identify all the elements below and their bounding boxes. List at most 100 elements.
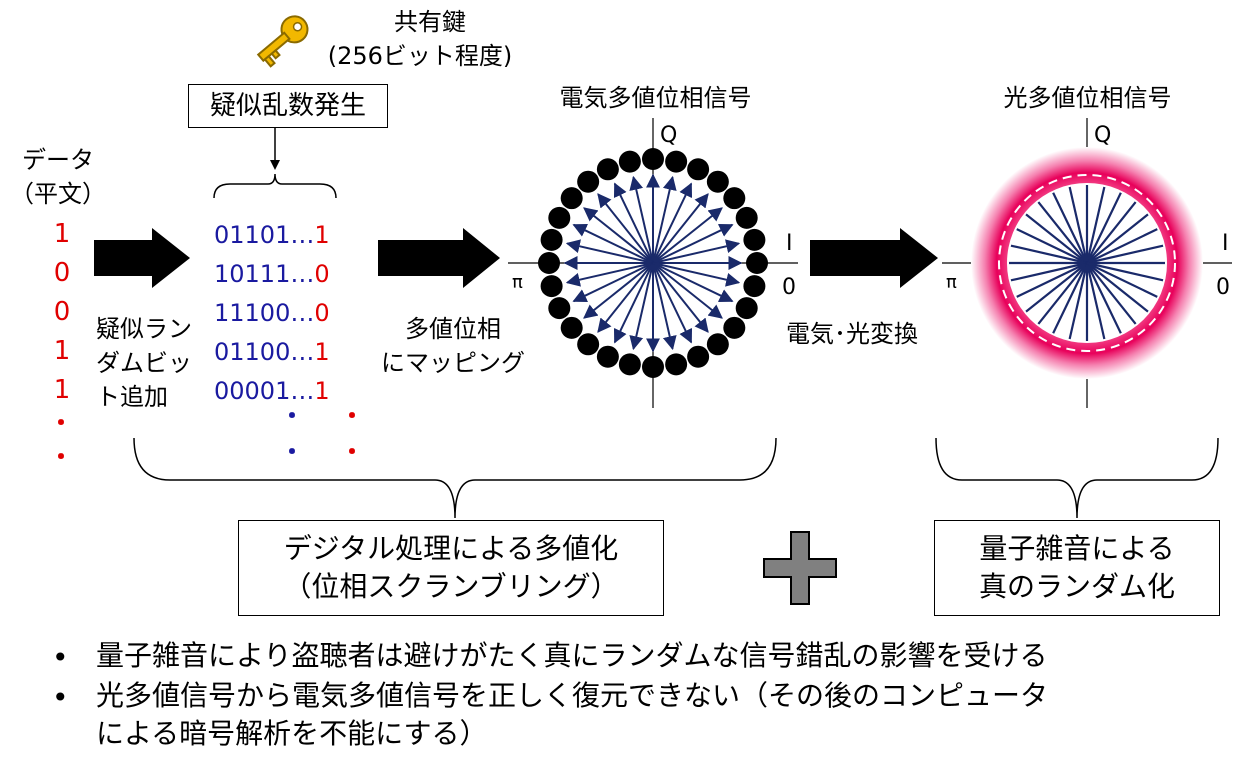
random-bit-row: 11100…0 [214, 299, 330, 327]
phase-vector [652, 262, 693, 344]
phase-line [1016, 262, 1088, 298]
ring-dashed-center [998, 174, 1176, 352]
step-mapping-line: 多値位相 [405, 315, 501, 343]
axis-q-label: Q [660, 123, 677, 148]
quantum-box-line1: 量子雑音による [979, 532, 1175, 565]
constellation-point [687, 158, 710, 181]
phase-vector [613, 262, 654, 344]
constellation-point [723, 316, 746, 339]
optical-constellation: Q I π 0 [942, 118, 1232, 408]
constellation-point [735, 206, 758, 229]
random-bit-rows: 01101…1 10111…0 11100…0 01100…1 00001…1 [214, 216, 364, 411]
constellation-point [540, 228, 563, 251]
phase-line [1086, 261, 1164, 282]
plaintext-title-1: データ [22, 146, 94, 174]
constellation-point [548, 297, 571, 320]
phase-vector [652, 207, 723, 264]
step-add-random-line: ト追加 [96, 383, 168, 411]
bullet-text: 光多値信号から電気多値信号を正しく復元できない（その後のコンピュータ [96, 679, 1049, 712]
plaintext-title-2: （平文） [10, 180, 106, 208]
continuation-dot: ・ [280, 402, 304, 430]
phase-vector [565, 262, 654, 287]
plaintext-bit: 0 [53, 297, 71, 327]
digital-box-line1: デジタル処理による多値化 [283, 532, 619, 565]
bullet-text: 量子雑音により盗聴者は避けがたく真にランダムな信号錯乱の影響を受ける [96, 639, 1048, 672]
plaintext-continuation: ・ ・ [46, 406, 76, 474]
phase-line [1052, 262, 1088, 334]
constellation-point [548, 206, 571, 229]
phase-line [1086, 262, 1137, 325]
arrow-right-icon [94, 228, 190, 288]
phase-line [1052, 192, 1088, 264]
constellation-point [723, 187, 746, 210]
phase-vector [652, 175, 677, 264]
phase-line [1085, 262, 1106, 340]
optical-signal-title: 光多値位相信号 [1003, 84, 1172, 112]
phase-line [1068, 262, 1089, 340]
constellation-point [687, 345, 710, 368]
constellation-point [577, 170, 600, 193]
constellation-point [560, 316, 583, 339]
continuation-dot: ・ [340, 402, 364, 430]
step-add-random-line: ダムビッ [96, 349, 192, 377]
step-mapping-line: にマッピング [381, 349, 525, 377]
phase-line [1025, 262, 1088, 313]
phase-line [1086, 262, 1149, 313]
phase-vectors [563, 173, 743, 353]
phase-line [1086, 262, 1122, 334]
phase-vector [597, 262, 654, 333]
phase-lines [1009, 185, 1165, 341]
prng-box: 疑似乱数発生 [188, 84, 388, 128]
axis-q-label: Q [1094, 123, 1111, 148]
constellation-points [538, 148, 768, 378]
phase-line [1086, 213, 1149, 264]
constellation-point [540, 275, 563, 298]
step-add-random-label: 疑似ラン ダムビッ ト追加 [96, 312, 192, 414]
phase-vector [652, 193, 709, 264]
quantum-noise-box: 量子雑音による 真のランダム化 [934, 520, 1220, 616]
arrow-right-icon [378, 228, 500, 288]
constellation-point [706, 170, 729, 193]
constellation-point [596, 158, 619, 181]
prng-connector [213, 128, 337, 199]
continuation-dot: ・ [340, 438, 364, 466]
bullet-text-continued: による暗号解析を不能にする） [96, 717, 488, 750]
constellation-point [618, 353, 641, 376]
axis-i-label: I [786, 231, 793, 256]
arrow-right-icon [810, 228, 938, 288]
phase-vector [583, 262, 654, 319]
continuation-dot: ・ [280, 438, 304, 466]
phase-vector [629, 262, 654, 351]
bullet-symbol: • [52, 641, 69, 674]
phase-line [1037, 262, 1088, 325]
phase-line [1025, 213, 1088, 264]
shared-key-size: (256ビット程度) [327, 42, 513, 70]
electrical-signal-title: 電気多値位相信号 [559, 84, 752, 112]
constellation-point [743, 275, 766, 298]
phase-vector [565, 239, 654, 264]
digital-box-line2: （位相スクランブリング） [283, 570, 619, 603]
constellation-point [560, 187, 583, 210]
step-conversion-label: 電気･光変換 [786, 320, 918, 348]
random-bit-row: 00001…1 [214, 377, 330, 405]
digital-brace [133, 437, 777, 519]
phase-line [1010, 244, 1088, 265]
plaintext-bit: 1 [53, 375, 71, 405]
constellation-point [665, 353, 688, 376]
electrical-constellation: Q I π 0 [508, 118, 798, 408]
constellation-point [642, 148, 664, 170]
phase-vector [597, 193, 654, 264]
constellation-point [618, 150, 641, 173]
constellation-point [746, 252, 768, 274]
phase-line [1086, 201, 1137, 264]
constellation-point [665, 150, 688, 173]
phase-vector [652, 262, 734, 303]
plaintext-bit: 0 [53, 258, 71, 288]
constellation-point [596, 345, 619, 368]
axis-pi-label: π [946, 272, 957, 293]
constellation-point [706, 333, 729, 356]
phase-line [1068, 186, 1089, 264]
plaintext-bit: 1 [53, 219, 71, 249]
phase-vector [652, 262, 741, 287]
phase-line [1037, 201, 1088, 264]
